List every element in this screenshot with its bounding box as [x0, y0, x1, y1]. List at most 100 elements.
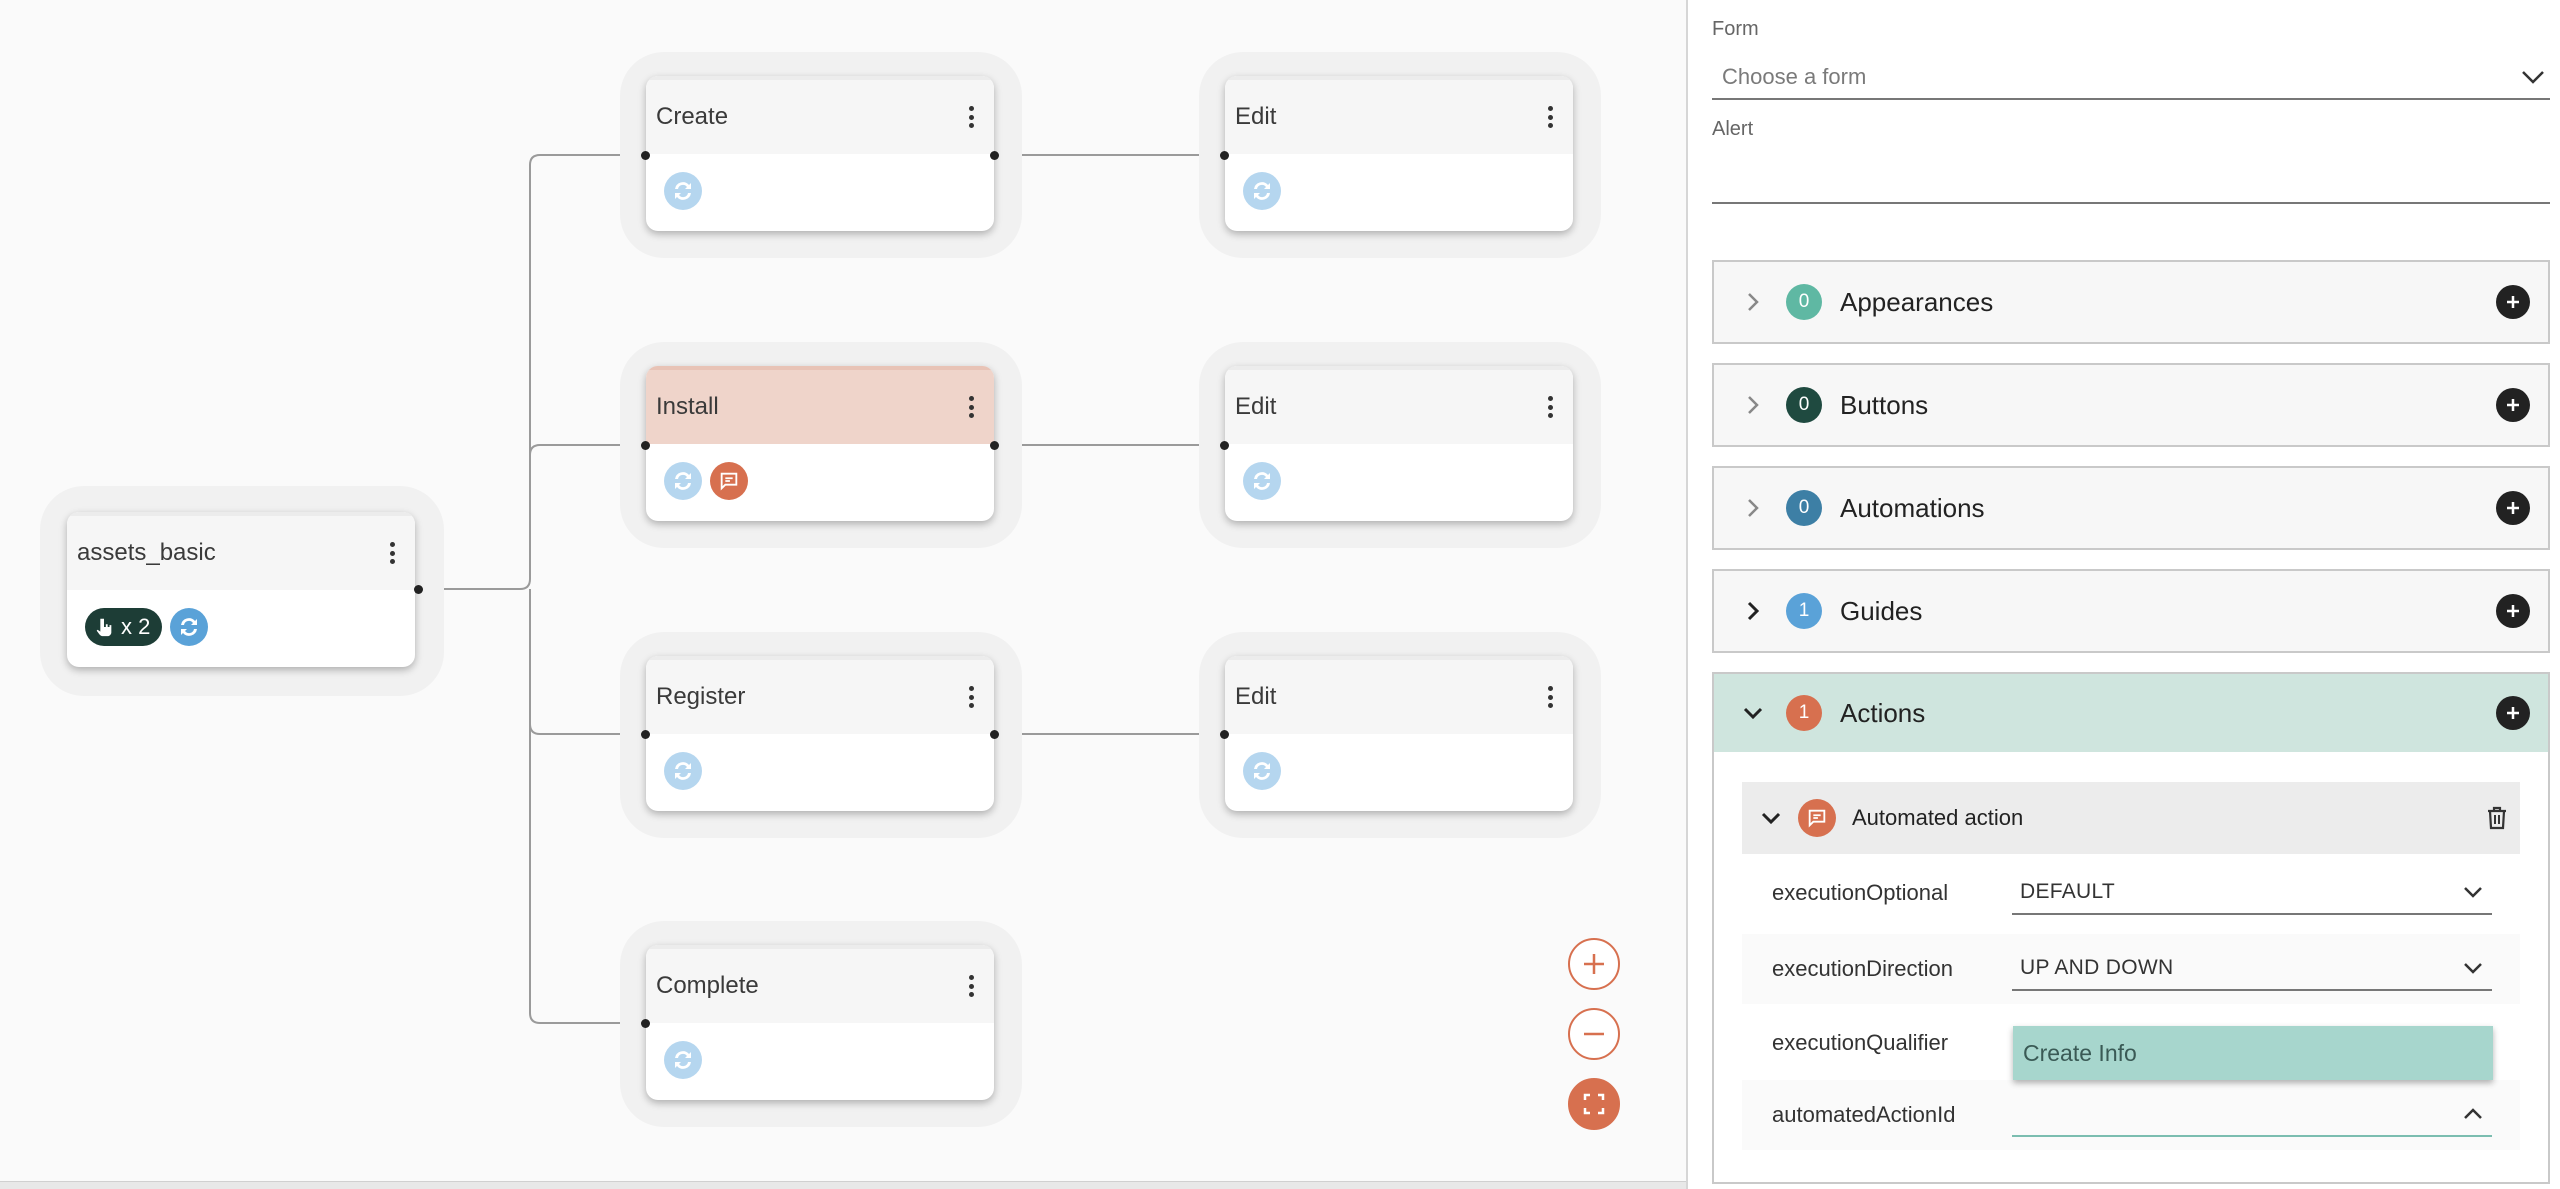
zoom-out-button[interactable] [1568, 1008, 1620, 1060]
section-automations[interactable]: 0 Automations [1712, 466, 2550, 550]
horizontal-scrollbar[interactable] [0, 1181, 1686, 1189]
form-placeholder: Choose a form [1722, 64, 1867, 89]
node-menu-icon[interactable] [1541, 102, 1559, 132]
sync-icon [1243, 171, 1281, 210]
execution-direction-select[interactable]: UP AND DOWN [2012, 947, 2492, 991]
add-appearance-button[interactable] [2496, 285, 2530, 319]
trash-icon[interactable] [2486, 806, 2508, 830]
chevron-down-icon [2464, 887, 2482, 898]
plus-icon [2507, 399, 2519, 411]
plus-icon [2507, 296, 2519, 308]
minus-icon [1584, 1032, 1604, 1036]
node-create[interactable]: Create [646, 76, 994, 231]
count-badge: 1 [1786, 593, 1822, 629]
sync-icon [664, 751, 702, 790]
sync-icon [664, 171, 702, 210]
chevron-down-icon [1761, 812, 1781, 825]
fullscreen-icon [1583, 1093, 1605, 1115]
chevron-down-icon [2522, 71, 2544, 84]
section-guides[interactable]: 1 Guides [1712, 569, 2550, 653]
prop-value: UP AND DOWN [2020, 956, 2174, 979]
prop-row-execution-optional: executionOptional DEFAULT [1742, 858, 2520, 928]
form-select[interactable]: Choose a form [1712, 56, 2550, 100]
input-port[interactable] [641, 1019, 650, 1028]
automated-action-header[interactable]: Automated action [1742, 782, 2520, 854]
multi-step-count: x 2 [121, 613, 151, 639]
prop-label: executionQualifier [1772, 1030, 1949, 1055]
node-title: Edit [1235, 683, 1277, 710]
node-menu-icon[interactable] [962, 102, 980, 132]
input-port[interactable] [641, 441, 650, 450]
chevron-up-icon [2464, 1108, 2482, 1119]
automated-action-id-select[interactable] [2012, 1093, 2492, 1137]
plus-icon [2507, 502, 2519, 514]
chevron-right-icon [1748, 396, 1759, 414]
count-badge: 1 [1786, 695, 1822, 731]
section-title: Appearances [1840, 286, 1994, 317]
node-register[interactable]: Register [646, 656, 994, 811]
dropdown-option-create-info[interactable]: Create Info [2013, 1026, 2493, 1080]
node-menu-icon[interactable] [962, 682, 980, 712]
chat-icon [1798, 799, 1836, 837]
node-connectors [418, 154, 1224, 1024]
section-title: Actions [1840, 697, 1926, 728]
count-badge: 0 [1786, 284, 1822, 320]
prop-label: automatedActionId [1772, 1102, 1956, 1127]
automated-action-title: Automated action [1852, 805, 2024, 830]
section-buttons[interactable]: 0 Buttons [1712, 363, 2550, 447]
execution-optional-select[interactable]: DEFAULT [2012, 871, 2492, 915]
node-menu-icon[interactable] [383, 538, 401, 568]
multi-step-badge: x 2 [85, 607, 163, 646]
chevron-right-icon [1748, 499, 1759, 517]
section-actions[interactable]: 1 Actions [1712, 672, 2550, 754]
prop-label: executionOptional [1772, 880, 1949, 905]
chevron-right-icon [1748, 293, 1759, 311]
node-menu-icon[interactable] [962, 971, 980, 1001]
sync-icon [664, 461, 702, 500]
node-edit[interactable]: Edit [1225, 76, 1573, 231]
add-action-button[interactable] [2496, 696, 2530, 730]
zoom-in-button[interactable] [1568, 938, 1620, 990]
output-port[interactable] [990, 730, 999, 739]
node-assets-basic[interactable]: assets_basic x 2 [67, 512, 415, 667]
prop-value: DEFAULT [2020, 880, 2116, 903]
node-install[interactable]: Install [646, 366, 994, 521]
sync-icon [664, 1040, 702, 1079]
section-title: Guides [1840, 595, 1923, 626]
workflow-canvas[interactable]: assets_basic x 2 Create [0, 0, 1686, 1189]
output-port[interactable] [990, 151, 999, 160]
node-menu-icon[interactable] [962, 392, 980, 422]
add-guide-button[interactable] [2496, 594, 2530, 628]
node-edit[interactable]: Edit [1225, 366, 1573, 521]
alert-input[interactable] [1712, 160, 2550, 204]
chevron-down-icon [2464, 963, 2482, 974]
node-complete[interactable]: Complete [646, 945, 994, 1100]
node-title: Edit [1235, 393, 1277, 420]
add-automation-button[interactable] [2496, 491, 2530, 525]
chat-icon [710, 461, 748, 500]
input-port[interactable] [641, 730, 650, 739]
output-port[interactable] [990, 441, 999, 450]
node-title: Edit [1235, 103, 1277, 130]
panel-divider[interactable] [1686, 0, 1688, 1189]
section-appearances[interactable]: 0 Appearances [1712, 260, 2550, 344]
count-badge: 0 [1786, 490, 1822, 526]
node-menu-icon[interactable] [1541, 392, 1559, 422]
input-port[interactable] [1220, 730, 1229, 739]
node-menu-icon[interactable] [1541, 682, 1559, 712]
add-button-button[interactable] [2496, 388, 2530, 422]
prop-row-automated-action-id: automatedActionId [1742, 1080, 2520, 1150]
node-title: Create [656, 103, 729, 130]
input-port[interactable] [641, 151, 650, 160]
properties-panel: Form Choose a form Alert 0 Appearances 0… [1688, 0, 2560, 1189]
plus-icon [1584, 954, 1604, 974]
input-port[interactable] [1220, 441, 1229, 450]
input-port[interactable] [1220, 151, 1229, 160]
chevron-down-icon [1743, 707, 1763, 720]
node-edit[interactable]: Edit [1225, 656, 1573, 811]
prop-label: executionDirection [1772, 956, 1953, 981]
chevron-right-icon [1747, 601, 1760, 621]
fit-view-button[interactable] [1568, 1078, 1620, 1130]
section-title: Automations [1840, 492, 1985, 523]
output-port[interactable] [414, 585, 423, 594]
